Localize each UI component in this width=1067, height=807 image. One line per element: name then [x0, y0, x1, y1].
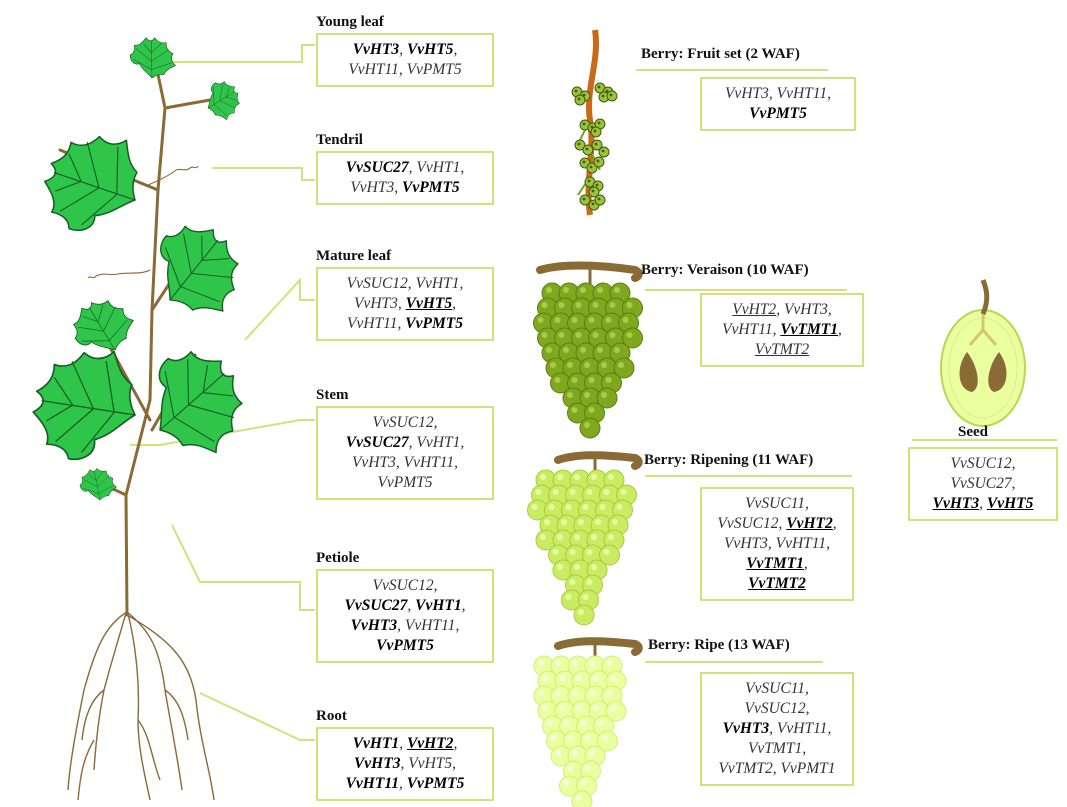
gene-name: VvSUC12 — [372, 414, 433, 431]
gene-name: VvHT3 — [354, 755, 401, 772]
gene-name: VvHT11 — [404, 454, 455, 471]
veraison-cluster — [534, 266, 643, 439]
gene-name: VvHT2 — [732, 301, 776, 318]
genes-root: VvHT1, VvHT2, VvHT3, VvHT5, VvHT11, VvPM… — [316, 727, 494, 801]
gene-name: VvTMT2 — [755, 341, 809, 358]
genes-ripe: VvSUC11, VvSUC12, VvHT3, VvHT11, VvTMT1,… — [700, 672, 854, 786]
gene-name: VvSUC11 — [745, 680, 805, 697]
gene-name: VvHT3 — [353, 41, 400, 58]
label-veraison: Berry: Veraison (10 WAF) — [641, 262, 809, 279]
label-ripe: Berry: Ripe (13 WAF) — [648, 637, 790, 654]
gene-name: VvHT3 — [724, 535, 768, 552]
gene-name: VvSUC27 — [346, 434, 409, 451]
gene-name: VvHT3 — [351, 617, 398, 634]
genes-tendril: VvSUC27, VvHT1, VvHT3, VvPMT5 — [316, 151, 494, 205]
label-fruit-set: Berry: Fruit set (2 WAF) — [641, 46, 800, 63]
gene-name: VvHT3 — [350, 179, 394, 196]
genes-stem: VvSUC12, VvSUC27, VvHT1, VvHT3, VvHT11, … — [316, 406, 494, 500]
gene-name: VvHT11 — [776, 535, 827, 552]
gene-name: VvHT3 — [723, 720, 770, 737]
gene-name: VvHT5 — [408, 755, 452, 772]
gene-name: VvSUC12 — [717, 515, 778, 532]
gene-name: VvPMT5 — [407, 775, 465, 792]
label-ripening: Berry: Ripening (11 WAF) — [644, 452, 813, 469]
gene-name: VvHT3 — [933, 495, 980, 512]
gene-name: VvHT3 — [352, 454, 396, 471]
gene-name: VvPMT5 — [407, 61, 462, 78]
gene-name: VvHT1 — [416, 434, 460, 451]
gene-name: VvHT11 — [347, 315, 398, 332]
seed-berry — [941, 280, 1025, 426]
gene-name: VvHT1 — [353, 735, 400, 752]
genes-petiole: VvSUC12, VvSUC27, VvHT1, VvHT3, VvHT11, … — [316, 569, 494, 663]
genes-fruit-set: VvHT3, VvHT11, VvPMT5 — [700, 77, 856, 131]
gene-name: VvHT5 — [406, 295, 453, 312]
genes-seed: VvSUC12, VvSUC27, VvHT3, VvHT5 — [908, 447, 1058, 521]
gene-name: VvSUC12 — [744, 700, 805, 717]
gene-name: VvHT5 — [407, 41, 454, 58]
gene-name: VvHT3 — [354, 295, 398, 312]
gene-name: VvSUC27 — [950, 475, 1011, 492]
ripening-cluster — [528, 455, 639, 625]
gene-name: VvHT11 — [346, 775, 399, 792]
fruitset-cluster — [572, 30, 617, 215]
gene-name: VvTMT1 — [746, 555, 804, 572]
gene-name: VvHT1 — [415, 597, 462, 614]
genes-veraison: VvHT2, VvHT3, VvHT11, VvTMT1, VvTMT2 — [700, 293, 864, 367]
genes-ripening: VvSUC11, VvSUC12, VvHT2, VvHT3, VvHT11, … — [700, 487, 854, 601]
gene-name: VvSUC12 — [372, 577, 433, 594]
gene-name: VvSUC11 — [745, 495, 805, 512]
roots — [68, 610, 214, 800]
label-petiole: Petiole — [316, 550, 359, 567]
label-mature-leaf: Mature leaf — [316, 248, 391, 265]
gene-name: VvHT11 — [405, 617, 456, 634]
gene-name: VvSUC12 — [347, 275, 408, 292]
gene-name: VvHT11 — [348, 61, 399, 78]
gene-name: VvSUC12 — [950, 455, 1011, 472]
gene-name: VvPMT5 — [405, 315, 463, 332]
genes-young-leaf: VvHT3, VvHT5, VvHT11, VvPMT5 — [316, 33, 494, 87]
gene-name: VvPMT5 — [377, 474, 432, 491]
gene-name: VvHT11 — [777, 720, 828, 737]
gene-name: VvTMT1 — [780, 321, 838, 338]
gene-name: VvPMT5 — [376, 637, 434, 654]
gene-name: VvHT1 — [416, 159, 460, 176]
gene-name: VvPMT5 — [749, 105, 807, 122]
genes-mature-leaf: VvSUC12, VvHT1, VvHT3, VvHT5, VvHT11, Vv… — [316, 267, 494, 341]
label-root: Root — [316, 708, 347, 725]
gene-name: VvHT3 — [784, 301, 828, 318]
gene-name: VvPMT1 — [780, 760, 835, 777]
gene-name: VvHT2 — [786, 515, 833, 532]
gene-name: VvSUC27 — [346, 159, 409, 176]
label-tendril: Tendril — [316, 132, 363, 149]
ripe-cluster — [534, 641, 639, 807]
gene-name: VvPMT5 — [402, 179, 460, 196]
gene-name: VvHT11 — [722, 321, 773, 338]
gene-name: VvHT5 — [987, 495, 1034, 512]
label-stem: Stem — [316, 387, 349, 404]
gene-name: VvTMT1 — [748, 740, 802, 757]
gene-name: VvTMT2 — [748, 575, 806, 592]
gene-name: VvSUC27 — [345, 597, 408, 614]
gene-name: VvHT11 — [777, 85, 828, 102]
label-young-leaf: Young leaf — [316, 14, 384, 31]
gene-name: VvTMT2 — [718, 760, 772, 777]
gene-name: VvHT3 — [725, 85, 769, 102]
gene-name: VvHT2 — [407, 735, 454, 752]
label-seed: Seed — [958, 424, 988, 441]
gene-name: VvHT1 — [416, 275, 460, 292]
